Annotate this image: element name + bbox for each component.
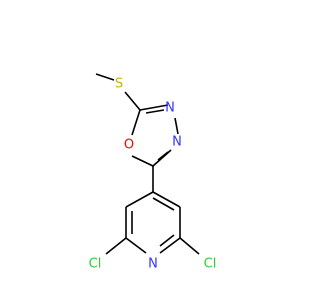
bond-py-n-c6 (159, 237, 181, 254)
bond-c2-n3-double (157, 151, 169, 161)
atom-chlorine-right: Cl (204, 257, 217, 272)
bond-s-c-oxadiazole (124, 91, 141, 111)
bond-c6-cl (179, 237, 200, 255)
bond-c2-cl (105, 237, 127, 255)
bond-n4-c5 (139, 104, 169, 111)
bond-n4-c5-double (145, 109, 165, 114)
bond-n3-n4 (174, 117, 179, 135)
bond-py-c2-n (125, 237, 147, 254)
bond-py-c4-c3 (125, 191, 154, 208)
bond-py-c5-c4 (152, 191, 181, 208)
bond-methyl-s (95, 73, 115, 81)
molecule-structure-diagram: S O N N N Cl Cl (89, 73, 217, 272)
atom-oxygen: O (124, 138, 134, 153)
atom-nitrogen-4: N (165, 101, 175, 116)
atom-chlorine-left: Cl (89, 257, 102, 272)
atom-nitrogen-3: N (172, 135, 182, 150)
atom-sulfur: S (115, 77, 123, 92)
bond-c5-o (131, 109, 141, 136)
bond-o-c2 (131, 155, 154, 167)
atom-nitrogen-pyridine: N (148, 257, 158, 272)
bond-py-c5-c4-double (152, 197, 175, 211)
bond-py-n-c6-double (159, 234, 175, 247)
